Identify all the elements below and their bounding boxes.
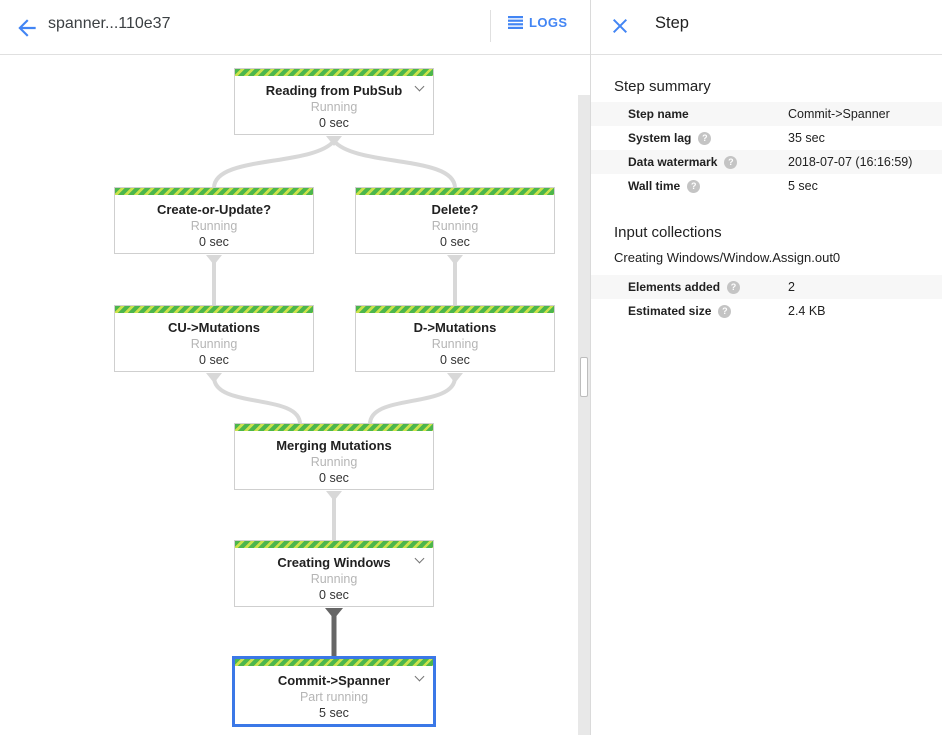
node-status: Running (310, 572, 358, 586)
node-status: Running (190, 219, 238, 233)
panel-title: Step (655, 14, 689, 32)
top-header: spanner...110e37 LOGS Step (0, 0, 942, 55)
edge-cu-to-merging (212, 375, 302, 426)
row-value: 5 sec (788, 179, 818, 193)
logs-label: LOGS (529, 15, 568, 30)
node-time: 5 sec (319, 706, 349, 720)
node-title: Reading from PubSub (265, 83, 403, 98)
edge-reading-to-delete (332, 139, 457, 190)
help-icon[interactable]: ? (724, 155, 738, 169)
running-stripe (235, 424, 433, 431)
node-reading-from-pubsub[interactable]: Reading from PubSub Running 0 sec (234, 68, 434, 135)
step-summary-table: Step name Commit->Spanner System lag? 35… (591, 102, 942, 198)
input-collections-table: Elements added? 2 Estimated size? 2.4 KB (591, 275, 942, 323)
row-label: System lag? (628, 131, 788, 145)
table-row: Estimated size? 2.4 KB (591, 299, 942, 323)
row-label: Elements added? (628, 280, 788, 294)
node-title: Creating Windows (277, 555, 391, 570)
node-create-or-update[interactable]: Create-or-Update? Running 0 sec (114, 187, 314, 254)
node-commit-spanner[interactable]: Commit->Spanner Part running 5 sec (232, 656, 436, 727)
running-stripe (356, 188, 554, 195)
row-value: 2018-07-07 (16:16:59) (788, 155, 913, 169)
running-stripe (356, 306, 554, 313)
node-title: Commit->Spanner (277, 673, 391, 688)
help-icon[interactable]: ? (718, 304, 732, 318)
header-divider (490, 10, 491, 42)
help-icon[interactable]: ? (698, 131, 712, 145)
running-stripe (115, 306, 313, 313)
chevron-down-icon[interactable] (415, 82, 424, 91)
node-title: D->Mutations (413, 320, 497, 335)
table-row: Data watermark? 2018-07-07 (16:16:59) (591, 150, 942, 174)
list-icon (508, 16, 523, 29)
job-graph-canvas[interactable]: Reading from PubSub Running 0 sec Create… (0, 55, 578, 735)
back-arrow-icon[interactable] (14, 15, 40, 41)
step-summary-heading: Step summary (614, 78, 711, 95)
row-label: Data watermark? (628, 155, 788, 169)
node-status: Running (431, 219, 479, 233)
graph-scrollbar-thumb[interactable] (580, 357, 588, 397)
panel-divider (590, 0, 591, 735)
running-stripe (235, 69, 433, 76)
table-row: Wall time? 5 sec (591, 174, 942, 198)
row-label: Step name (628, 107, 689, 121)
node-title: CU->Mutations (167, 320, 261, 335)
node-time: 0 sec (199, 353, 229, 367)
node-status: Part running (299, 690, 369, 704)
node-d-mutations[interactable]: D->Mutations Running 0 sec (355, 305, 555, 372)
graph-scrollbar-track[interactable] (578, 95, 590, 735)
chevron-down-icon[interactable] (415, 554, 424, 563)
row-value: 2 (788, 280, 795, 294)
node-creating-windows[interactable]: Creating Windows Running 0 sec (234, 540, 434, 607)
step-details-panel: Step summary Step name Commit->Spanner S… (591, 55, 942, 735)
row-label: Estimated size? (628, 304, 788, 318)
table-row: Step name Commit->Spanner (591, 102, 942, 126)
node-merging-mutations[interactable]: Merging Mutations Running 0 sec (234, 423, 434, 490)
row-value: 35 sec (788, 131, 825, 145)
running-stripe (115, 188, 313, 195)
help-icon[interactable]: ? (727, 280, 741, 294)
job-title: spanner...110e37 (48, 15, 171, 32)
running-stripe (235, 541, 433, 548)
collection-name: Creating Windows/Window.Assign.out0 (614, 250, 841, 265)
edge-d-to-merging (368, 375, 457, 426)
input-collections-heading: Input collections (614, 224, 722, 241)
row-value: Commit->Spanner (788, 107, 890, 121)
help-icon[interactable]: ? (687, 179, 701, 193)
logs-button[interactable]: LOGS (508, 15, 567, 30)
node-status: Running (310, 455, 358, 469)
row-value: 2.4 KB (788, 304, 826, 318)
node-time: 0 sec (440, 235, 470, 249)
node-status: Running (431, 337, 479, 351)
node-status: Running (190, 337, 238, 351)
chevron-down-icon[interactable] (415, 672, 424, 681)
node-time: 0 sec (199, 235, 229, 249)
node-cu-mutations[interactable]: CU->Mutations Running 0 sec (114, 305, 314, 372)
node-time: 0 sec (440, 353, 470, 367)
table-row: System lag? 35 sec (591, 126, 942, 150)
row-label: Wall time? (628, 179, 788, 193)
running-stripe (235, 659, 433, 666)
node-time: 0 sec (319, 471, 349, 485)
table-row: Elements added? 2 (591, 275, 942, 299)
node-status: Running (310, 100, 358, 114)
node-title: Merging Mutations (276, 438, 392, 453)
node-title: Delete? (431, 202, 479, 217)
close-icon[interactable] (608, 14, 632, 38)
node-title: Create-or-Update? (156, 202, 272, 217)
edge-reading-to-create (212, 139, 336, 190)
node-time: 0 sec (319, 116, 349, 130)
graph-edges (206, 136, 463, 657)
node-delete[interactable]: Delete? Running 0 sec (355, 187, 555, 254)
node-time: 0 sec (319, 588, 349, 602)
